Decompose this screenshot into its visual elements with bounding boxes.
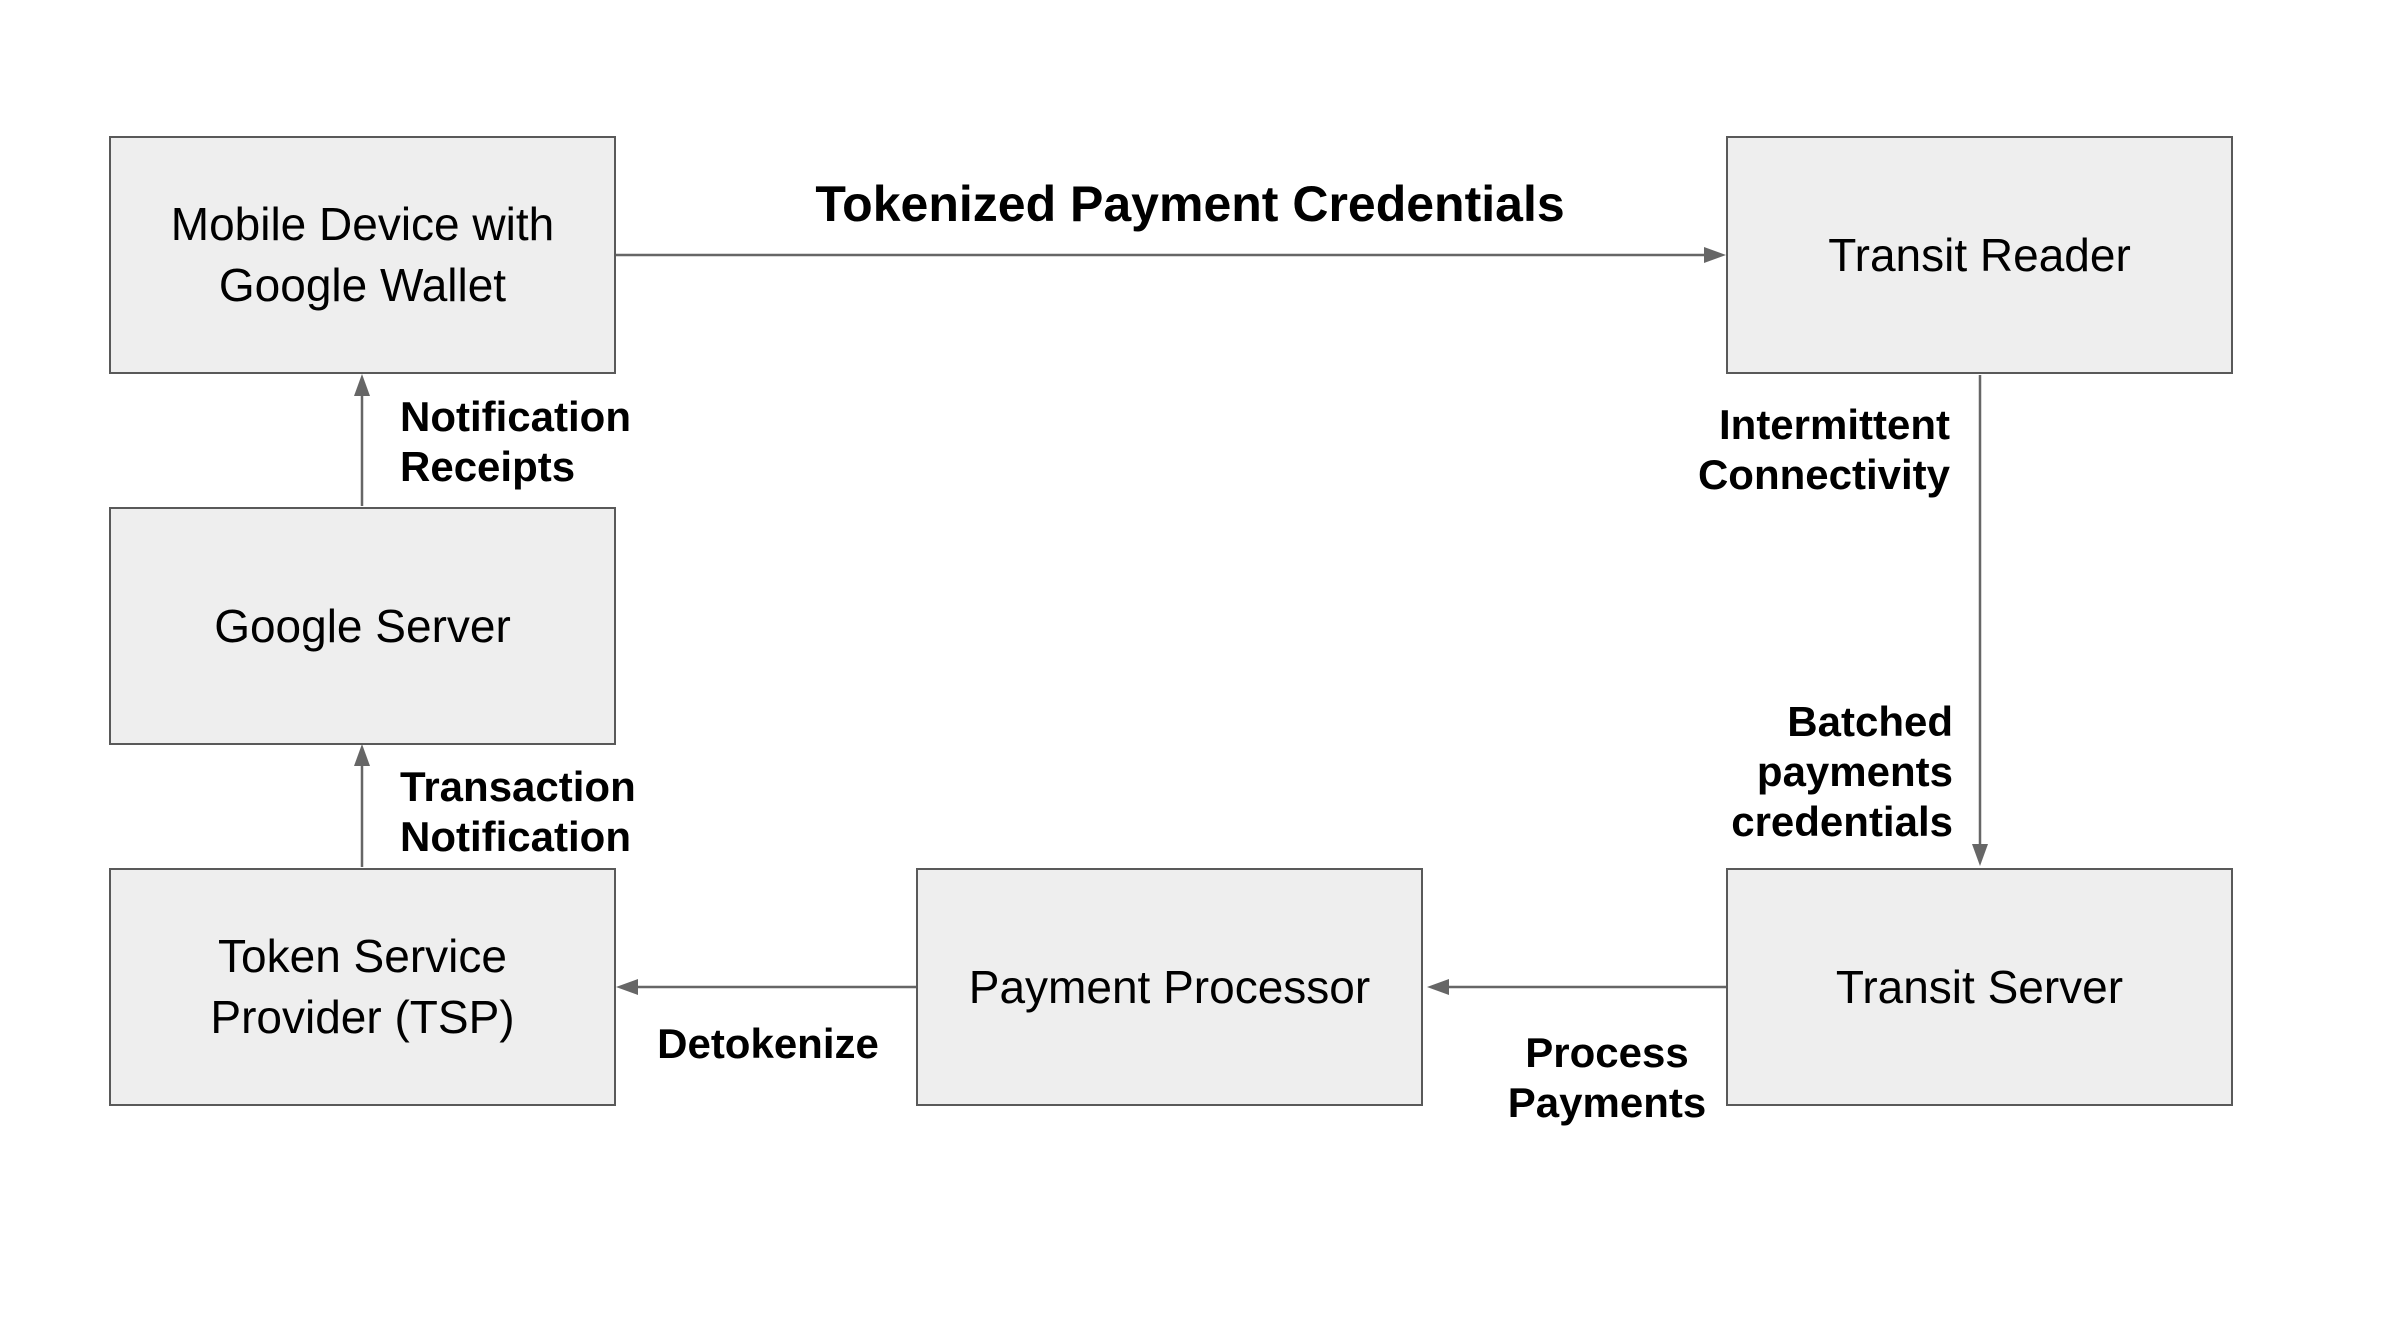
node-token-service-provider: Token Service Provider (TSP) [109, 868, 616, 1106]
edge-tokenized-payment-credentials [615, 247, 1726, 263]
edge-process-payments [1427, 979, 1726, 995]
node-transit-reader-label: Transit Reader [1828, 228, 2131, 281]
node-transit-server: Transit Server [1726, 868, 2233, 1106]
edge-transaction-notification [354, 744, 370, 867]
edge-notification-receipts [354, 374, 370, 506]
edge-batched-payments-credentials [1972, 375, 1988, 866]
edge-label-detokenize: Detokenize [657, 1020, 879, 1067]
arrowhead-up-icon [354, 374, 370, 396]
edge-label-transaction-notification: Transaction Notification [400, 763, 636, 860]
arrowhead-down-icon [1972, 844, 1988, 866]
edge-label-batched-payments-credentials: Batched payments credentials [1731, 698, 1953, 845]
node-mobile-device: Mobile Device with Google Wallet [109, 136, 616, 374]
node-mobile-device-label: Mobile Device with Google Wallet [170, 198, 555, 311]
node-payment-processor: Payment Processor [916, 868, 1423, 1106]
edge-label-process-payments: Process Payments [1507, 1029, 1707, 1126]
node-google-server-label: Google Server [214, 599, 511, 652]
edge-label-notification-receipts: Notification Receipts [400, 393, 631, 490]
node-payment-processor-label: Payment Processor [968, 960, 1371, 1013]
node-transit-server-label: Transit Server [1835, 960, 2124, 1013]
arrowhead-left-icon [616, 979, 638, 995]
edge-label-tokenized-payment-credentials: Tokenized Payment Credentials [815, 176, 1565, 232]
node-token-service-provider-label: Token Service Provider (TSP) [210, 930, 515, 1043]
arrowhead-right-icon [1704, 247, 1726, 263]
arrowhead-left-icon [1427, 979, 1449, 995]
edge-detokenize [616, 979, 916, 995]
node-transit-reader: Transit Reader [1726, 136, 2233, 374]
arrowhead-up-icon [354, 744, 370, 766]
edge-label-intermittent-connectivity: Intermittent Connectivity [1697, 401, 1950, 498]
node-google-server: Google Server [109, 507, 616, 745]
